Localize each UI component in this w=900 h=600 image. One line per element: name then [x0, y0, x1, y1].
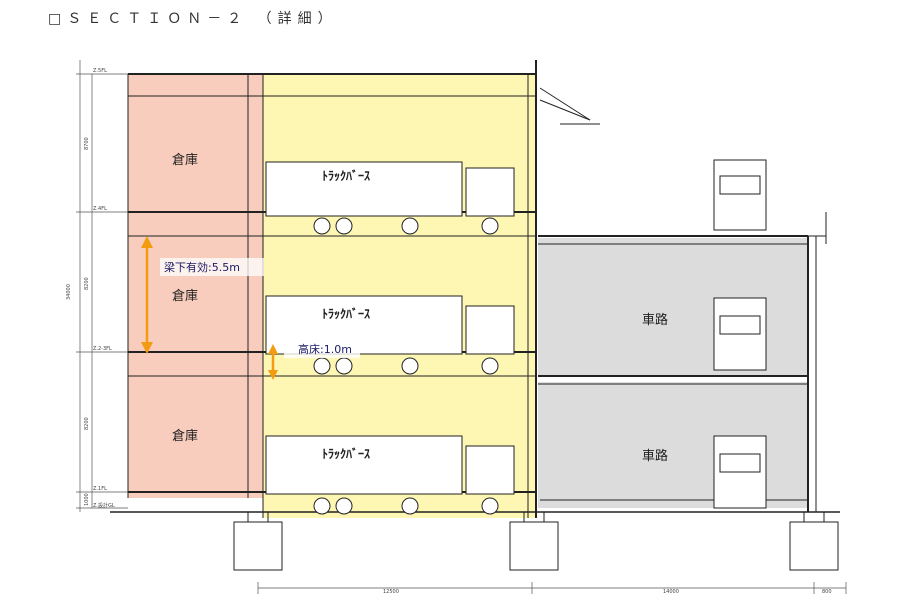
level-1fl: Z.1FL	[93, 486, 107, 492]
overall-height-label: 34000	[66, 284, 72, 300]
level-2-3fl: Z.2-3FL	[93, 346, 112, 352]
ramp-truck-upper	[713, 297, 767, 371]
span-label-2: 14000	[663, 589, 679, 595]
warehouse-zone	[128, 74, 263, 498]
truck-berth-label-middle: ﾄﾗｯｸﾊﾞｰｽ	[322, 306, 370, 321]
span-dimension-line	[257, 582, 847, 594]
raised-floor-box	[284, 340, 360, 358]
span-label-1: 12500	[383, 589, 399, 595]
section-title: □ＳＥＣＴＩＯＮ－２ （詳細）	[48, 11, 338, 27]
berth-truck-lower	[265, 435, 515, 515]
beam-clearance-label: 梁下有効:5.5m	[164, 260, 240, 274]
height-dimension-line	[76, 60, 128, 512]
ramp-truck-roof	[713, 159, 767, 231]
floor-height-3: 8200	[84, 417, 90, 430]
span-label-3: 800	[822, 589, 832, 595]
beam-clearance-box	[160, 258, 264, 276]
floor-height-1: 1000	[84, 493, 90, 506]
truck-berth-label-lower: ﾄﾗｯｸﾊﾞｰｽ	[322, 446, 370, 461]
berth-truck-upper	[265, 161, 515, 235]
ramp-zone-lower	[538, 382, 808, 508]
truck-berth-label-upper: ﾄﾗｯｸﾊﾞｰｽ	[322, 168, 370, 183]
raised-floor-label: 高床:1.0m	[298, 342, 352, 356]
level-gl: Z.設計GL	[93, 502, 115, 509]
ramp-truck-lower	[713, 435, 767, 509]
warehouse-label-5f: 倉庫	[172, 153, 198, 168]
floor-height-5: 8700	[84, 137, 90, 150]
warehouse-label-1f: 倉庫	[172, 429, 198, 444]
berth-truck-middle	[265, 295, 515, 375]
ramp-label-upper: 車路	[642, 312, 668, 328]
beam-clearance-arrow	[141, 236, 153, 354]
level-4fl: Z.4FL	[93, 206, 107, 212]
floor-height-4: 8200	[84, 277, 90, 290]
raised-floor-arrow	[268, 344, 278, 380]
level-5fl: Z.5FL	[93, 68, 107, 74]
ramp-zone-upper	[538, 238, 808, 376]
ramp-label-lower: 車路	[642, 448, 668, 464]
warehouse-label-3f: 倉庫	[172, 289, 198, 304]
